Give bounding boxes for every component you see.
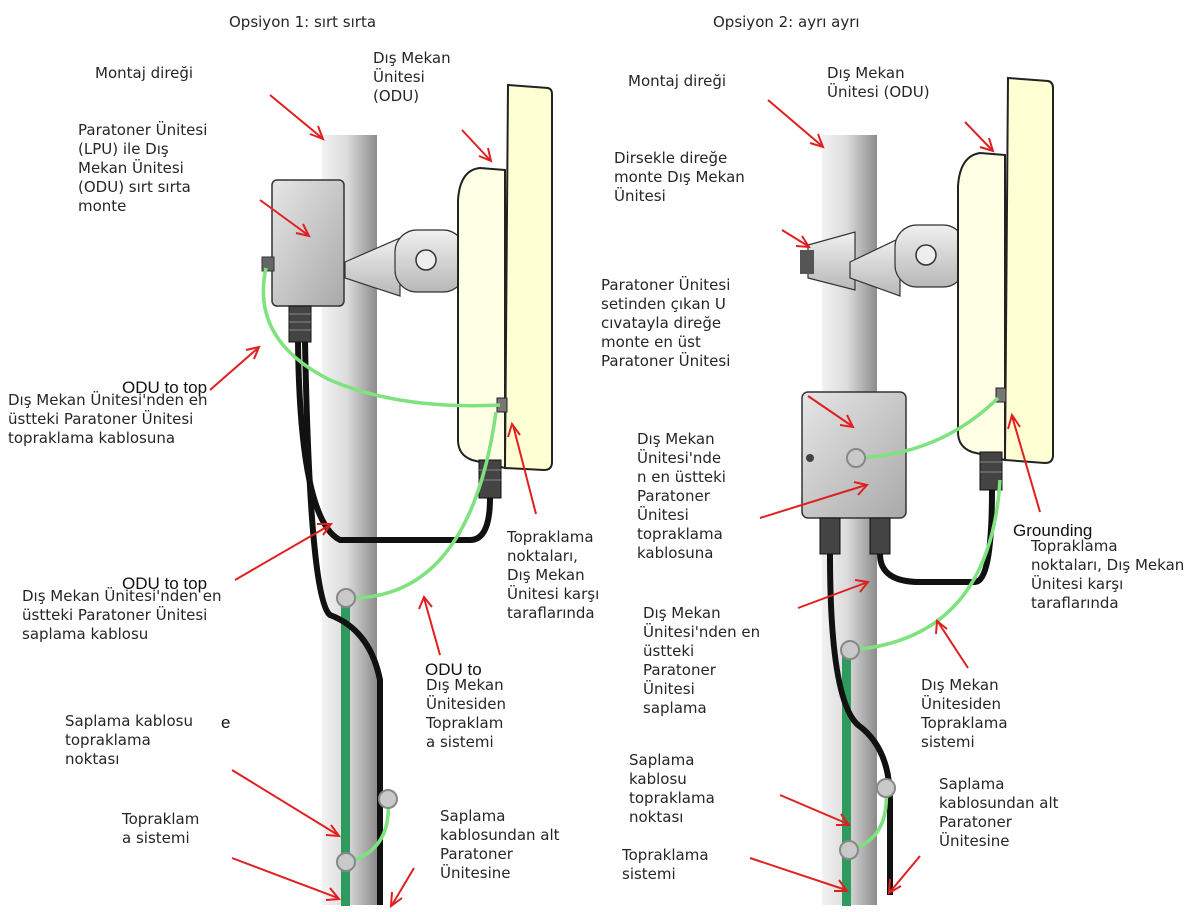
- label-ground-system-right: Topraklama sistemi: [622, 846, 709, 883]
- label-ground-system-left: Topraklam a sistemi: [122, 810, 200, 847]
- lpu-box: [261, 179, 345, 343]
- label-mounting-pole: Montaj direği: [95, 64, 194, 82]
- ground-point-drop: [378, 789, 398, 809]
- overlay-text-2: ODU to top: [122, 574, 208, 593]
- option-2-diagram: [749, 76, 1054, 906]
- odu-panel-2: [957, 76, 1054, 491]
- grounding-rod-2: [842, 650, 851, 906]
- label-odu-to-lpu-drop-cable-2: Dış Mekan Ünitesi'nden en üstteki Parato…: [643, 604, 761, 717]
- title-option-2: Opsiyon 2: ayrı ayrı: [713, 13, 860, 31]
- ground-point-lower: [336, 852, 356, 872]
- annotation-arrows-right: [749, 99, 1041, 895]
- ground-point-upper: [336, 588, 356, 608]
- annotation-arrows-left: [209, 94, 537, 909]
- label-odu-to-lpu-drop-cable: Dış Mekan Ünitesi'nden en üstteki Parato…: [22, 587, 222, 643]
- bottom-ground-wire: [347, 799, 391, 864]
- label-odu: Dış Mekan Ünitesi (ODU): [373, 49, 451, 105]
- overlay-text-1: ODU to top: [122, 378, 208, 397]
- label-mounting-pole-2: Montaj direği: [628, 72, 727, 90]
- ground-point-drop-2: [876, 778, 896, 798]
- label-drop-ground-point-left: Saplama kablosu topraklama noktası: [65, 712, 193, 768]
- odu-ground-wire-2: [855, 396, 1000, 460]
- label-drop-to-lower-lpu-right: Saplama kablosundan alt Paratoner Ünites…: [939, 775, 1059, 850]
- label-odu-to-lpu-ground-cable-2: Dış Mekan Ünitesi'nde n en üstteki Parat…: [637, 430, 726, 562]
- odu-ground-wire: [261, 267, 501, 408]
- odu-cable: [295, 341, 493, 543]
- label-odu-2: Dış Mekan Ünitesi (ODU): [827, 64, 930, 101]
- lpu-ground-wire: [347, 411, 498, 600]
- drop-cable-2: [827, 553, 893, 895]
- drop-cable: [302, 341, 383, 905]
- odu-bracket-2: [800, 224, 966, 297]
- grounding-rod: [341, 598, 350, 906]
- label-odu-ground-system-right: Dış Mekan Ünitesiden Topraklama sistemi: [921, 676, 1008, 751]
- label-bracket-mounted-odu: Dirsekle direğe monte Dış Mekan Ünitesi: [614, 149, 745, 205]
- overlay-grounding: Grounding: [1013, 521, 1093, 540]
- ground-point-lower-2: [839, 840, 859, 860]
- label-ground-points-left: Topraklama noktaları, Dış Mekan Ünitesi …: [507, 528, 600, 622]
- ground-point-lpu-2: [846, 448, 866, 468]
- lpu-ground-wire-2: [849, 479, 1002, 652]
- label-odu-ground-system-left: Dış Mekan Ünitesiden Topraklam a sistemi: [426, 676, 507, 751]
- label-drop-ground-point-right: Saplama kablosu topraklama noktası: [629, 751, 715, 826]
- ground-point-upper-2: [840, 640, 860, 660]
- label-odu-to-lpu-ground-cable: Dış Mekan Ünitesi'nden en üstteki Parato…: [8, 391, 208, 447]
- option-1-diagram: [209, 83, 553, 909]
- label-ground-points-right: Topraklama noktaları, Dış Mekan Ünitesi …: [1031, 537, 1185, 612]
- label-lpu-odu-back-to-back: Paratoner Ünitesi (LPU) ile Dış Mekan Ün…: [78, 121, 208, 215]
- overlay-text-3: ODU to: [425, 660, 482, 679]
- label-drop-to-lower-lpu-left: Saplama kablosundan alt Paratoner Ünites…: [440, 807, 560, 882]
- label-lpu-ubolt: Paratoner Ünitesi setinden çıkan U cıvat…: [601, 276, 731, 370]
- odu-panel: [457, 83, 553, 499]
- overlay-text-4: e: [221, 713, 231, 732]
- title-option-1: Opsiyon 1: sırt sırta: [229, 13, 377, 31]
